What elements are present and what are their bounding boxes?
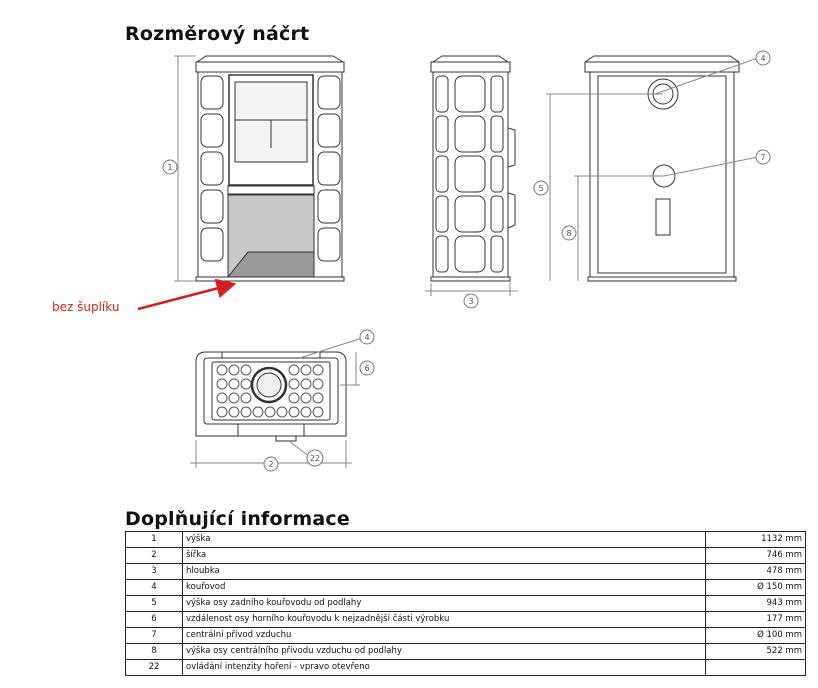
row-number: 1: [125, 531, 183, 548]
callout-6: [359, 360, 375, 376]
row-value: [704, 659, 807, 676]
row-number: 3: [125, 563, 183, 580]
row-value: 522 mm: [704, 643, 807, 660]
row-label: výška: [182, 531, 706, 548]
callout-8: [561, 225, 577, 241]
row-number: 2: [125, 547, 183, 564]
section-title-info: Doplňující informace: [125, 508, 350, 530]
row-number: 7: [125, 627, 183, 644]
callout-3-label: 3: [468, 297, 473, 306]
row-label: výška osy centrálního přívodu vzduchu od…: [182, 643, 706, 660]
row-label: ovládání intenzity hoření - vpravo otevř…: [182, 659, 706, 676]
section-title-sketch: Rozměrový náčrt: [125, 23, 310, 45]
dimension-drawings: 1 3: [137, 50, 771, 472]
row-label: výška osy zadního kouřovodu od podlahy: [182, 595, 706, 612]
annotation-note: bez šuplíku: [52, 300, 120, 314]
callout-6-label: 6: [364, 364, 369, 373]
callout-2: [263, 456, 279, 472]
front-view: [174, 55, 345, 282]
row-value: Ø 150 mm: [704, 579, 807, 596]
callout-4-top-label: 4: [364, 333, 369, 342]
row-value: 478 mm: [704, 563, 807, 580]
callout-4-rear: [755, 50, 771, 66]
row-label: vzdálenost osy horního kouřovodu k nejza…: [182, 611, 706, 628]
rear-view: [546, 55, 759, 282]
row-label: centrální přívod vzduchu: [182, 627, 706, 644]
annotation-arrow: [137, 278, 237, 311]
callout-3: [463, 293, 479, 309]
callout-7-label: 7: [760, 153, 765, 162]
callout-5-label: 5: [538, 184, 543, 193]
callout-1: [162, 159, 178, 175]
callout-22: [306, 449, 324, 467]
row-number: 22: [125, 659, 183, 676]
row-number: 8: [125, 643, 183, 660]
side-view: [425, 55, 518, 296]
row-label: kouřovod: [182, 579, 706, 596]
row-label: hloubka: [182, 563, 706, 580]
row-value: 1132 mm: [704, 531, 807, 548]
callout-4-rear-label: 4: [760, 54, 765, 63]
callout-5: [533, 180, 549, 196]
top-view: [190, 337, 363, 468]
callout-2-label: 2: [268, 460, 273, 469]
callout-22-label: 22: [310, 454, 320, 463]
row-number: 6: [125, 611, 183, 628]
row-value: 943 mm: [704, 595, 807, 612]
row-value: Ø 100 mm: [704, 627, 807, 644]
row-number: 4: [125, 579, 183, 596]
row-value: 177 mm: [704, 611, 807, 628]
row-number: 5: [125, 595, 183, 612]
callout-7: [755, 149, 771, 165]
callout-4-top: [359, 329, 375, 345]
callout-1-label: 1: [167, 163, 172, 172]
row-label: šířka: [182, 547, 706, 564]
row-value: 746 mm: [704, 547, 807, 564]
callout-8-label: 8: [566, 229, 571, 238]
